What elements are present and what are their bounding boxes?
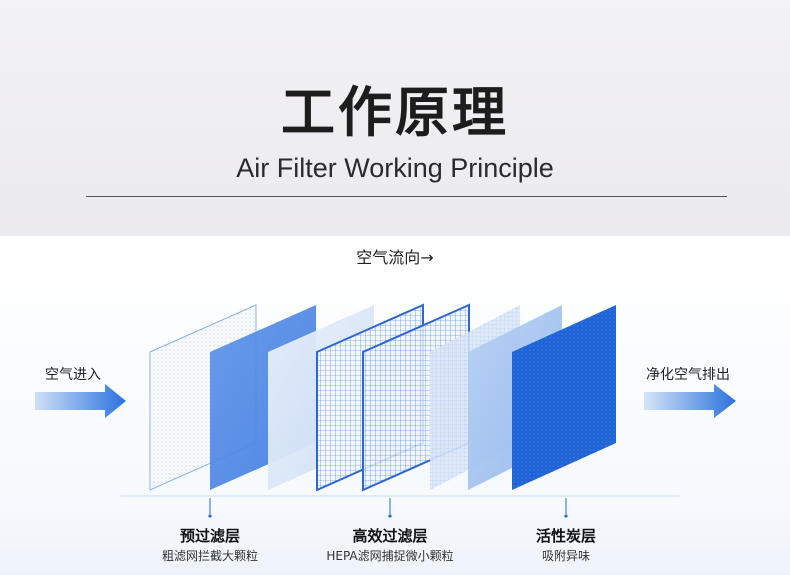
inlet-arrow [35,384,126,418]
page-subtitle: Air Filter Working Principle [236,153,554,183]
layer-desc-carbon: 吸附异味 [541,549,590,563]
outlet-arrow [644,384,736,418]
layer-pointers [209,498,567,514]
outlet-label: 净化空气排出 [646,367,730,383]
layer-desc-hepa: HEPA滤网捕捉微小颗粒 [326,549,454,563]
pointer-dot-prefilter [208,514,212,518]
pointer-dot-carbon [564,514,568,518]
title-divider [86,196,727,197]
pointer-dot-hepa [388,514,392,518]
activated-carbon-layer [512,305,616,490]
layer-title-carbon: 活性炭层 [535,527,596,545]
inlet-label: 空气进入 [45,367,101,383]
layer-title-prefilter: 预过滤层 [179,527,240,545]
page-title: 工作原理 [281,81,509,144]
layer-desc-prefilter: 粗滤网拦截大颗粒 [161,549,258,563]
layer-title-hepa: 高效过滤层 [352,527,428,545]
flow-direction-label: 空气流向→ [356,248,434,267]
